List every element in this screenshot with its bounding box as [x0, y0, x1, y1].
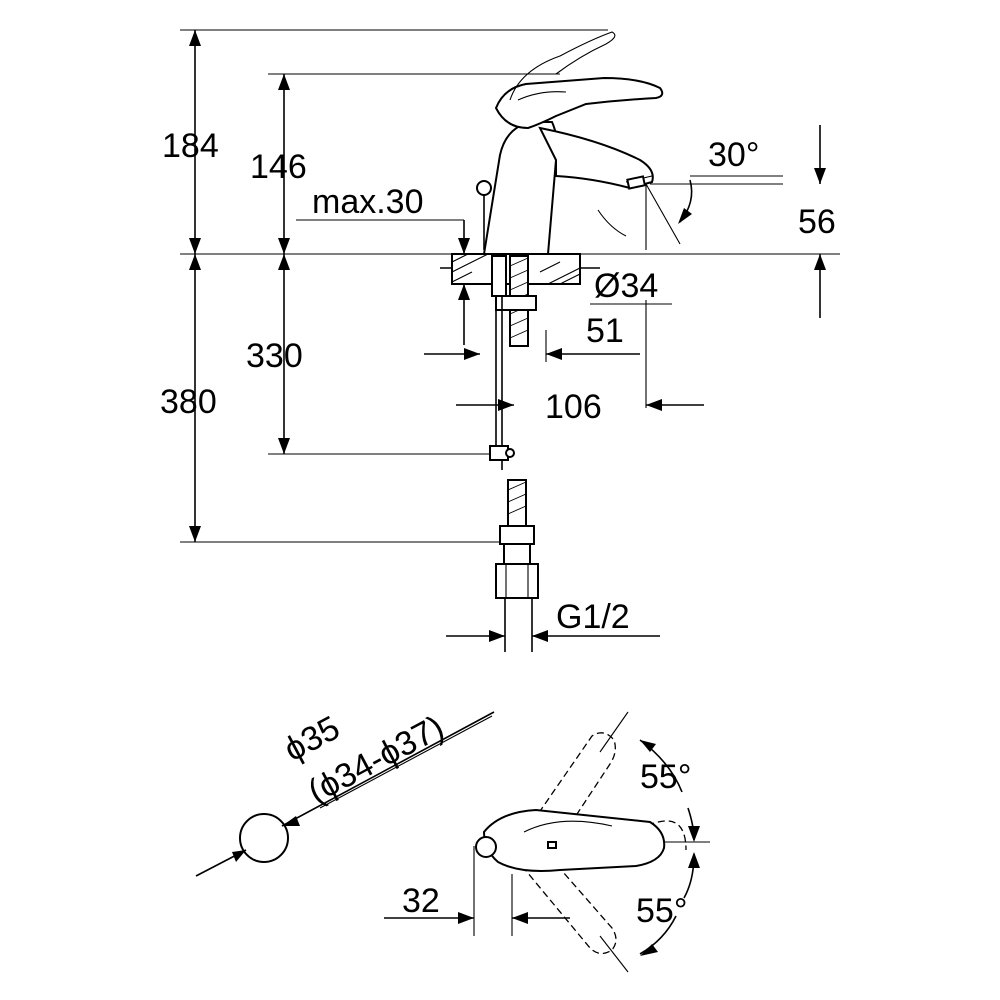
dimension-55-degrees-top: 55° — [639, 739, 700, 842]
dimension-56: 56 — [798, 125, 836, 318]
dimension-g1-2: G1/2 — [446, 598, 660, 642]
side-view: 184 146 380 330 — [160, 29, 840, 652]
dimension-330: 330 — [246, 254, 303, 454]
dimension-30-degrees-label: 30° — [708, 136, 759, 174]
dimension-184-label: 184 — [162, 127, 219, 165]
handle-top-view — [475, 808, 666, 872]
dimension-106-label: 106 — [545, 388, 602, 426]
dimension-32: 32 — [384, 846, 570, 936]
dimension-51: 51 — [424, 312, 640, 362]
faucet-body — [476, 31, 664, 255]
dimension-380-label: 380 — [160, 383, 217, 421]
mounting-assembly — [451, 253, 581, 652]
mounting-hole: ϕ35 (ϕ34-ϕ37) — [195, 708, 495, 877]
top-view: ϕ35 (ϕ34-ϕ37) 55° — [195, 708, 710, 973]
dimension-56-label: 56 — [798, 203, 836, 241]
dimension-dia-34-label: Ø34 — [594, 267, 658, 305]
dimension-55-bottom-label: 55° — [636, 892, 687, 930]
dimension-55-degrees-bottom: 55° — [636, 841, 710, 956]
dimension-106: 106 — [456, 388, 704, 426]
dimension-146-label: 146 — [250, 148, 307, 186]
dimension-g1-2-label: G1/2 — [556, 598, 630, 636]
dimension-30-degrees: 30° — [645, 136, 783, 245]
dimension-32-label: 32 — [402, 882, 440, 920]
dimension-184: 184 — [162, 30, 219, 254]
dimension-55-top-label: 55° — [640, 758, 691, 796]
dimension-51-label: 51 — [586, 312, 624, 350]
dimension-146: 146 — [250, 74, 307, 254]
dimension-330-label: 330 — [246, 337, 303, 375]
dimension-max-30-label: max.30 — [312, 183, 424, 221]
dimension-380: 380 — [160, 254, 217, 542]
